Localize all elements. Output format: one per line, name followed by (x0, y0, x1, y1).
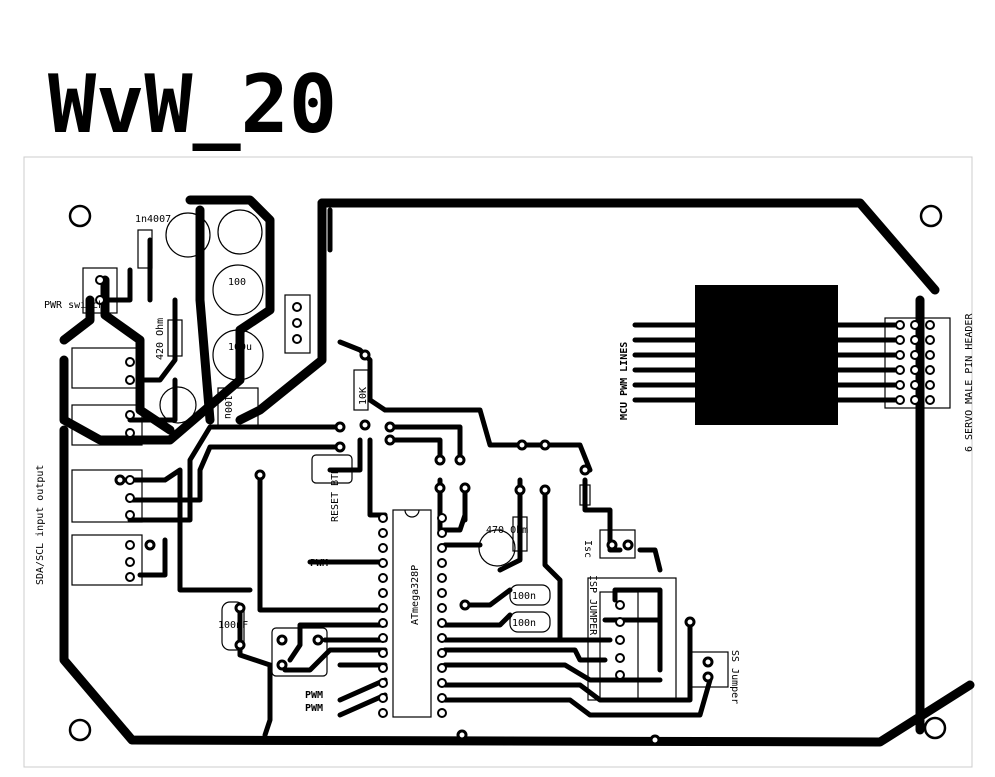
label-icsp: Isc (582, 540, 593, 558)
label-cap-100a: 100 (228, 277, 246, 288)
label-res-10k: 10K (358, 387, 369, 405)
left-connectors (71, 267, 143, 586)
label-ss-jumper: SS Jumper (729, 650, 740, 704)
board-title: WvW_20 (48, 58, 337, 151)
label-isp-jumper: ISP JUMPER (587, 575, 598, 636)
reset-button (311, 454, 353, 484)
ss-jumper (689, 651, 729, 688)
cap-small (217, 387, 259, 427)
regulator (284, 294, 311, 354)
mcu-pwm-lines (632, 322, 903, 403)
label-sda-scl: SDA/SCL input output (35, 465, 46, 585)
board-outline (23, 156, 973, 768)
label-cap-100c: 100u (222, 395, 233, 419)
label-pwr-switch: PWR switch (44, 300, 104, 311)
resistors (137, 229, 591, 552)
regulator-pads (292, 302, 302, 344)
label-res-420: 420 Ohm (155, 318, 166, 360)
label-cap-100n-a: 100n (512, 591, 536, 602)
atmega-chip (378, 509, 447, 718)
isp-jumper-frame (587, 577, 677, 701)
small-caps (221, 584, 551, 677)
servo-copper-pour (695, 285, 838, 425)
label-cap-100nf: 100nF (218, 620, 248, 631)
label-pwm-2: PWM (305, 690, 323, 701)
servo-header (884, 317, 951, 409)
label-diode: 1n4007 (135, 214, 171, 225)
power-traces (59, 195, 975, 747)
left-connector-pads (95, 275, 135, 582)
label-pwm-3: PWM (305, 703, 323, 714)
label-cap-100n-b: 100n (512, 618, 536, 629)
mounting-holes (68, 204, 947, 742)
isp-pads (615, 600, 625, 680)
label-res-470: 470 Ohm (486, 525, 528, 536)
vias (114, 349, 714, 746)
label-chip: ATmega328P (410, 565, 421, 625)
label-servo-header: 6 SERVO MALE PIN HEADER (964, 313, 975, 452)
label-pwm-1: PWM (310, 558, 328, 569)
capacitors (159, 209, 516, 567)
label-mcu-pwm: MCU PWM LINES (619, 342, 630, 420)
label-reset: RESET BTN (330, 468, 341, 522)
icsp-jumper (599, 529, 636, 559)
label-cap-100b: 100u (228, 342, 252, 353)
